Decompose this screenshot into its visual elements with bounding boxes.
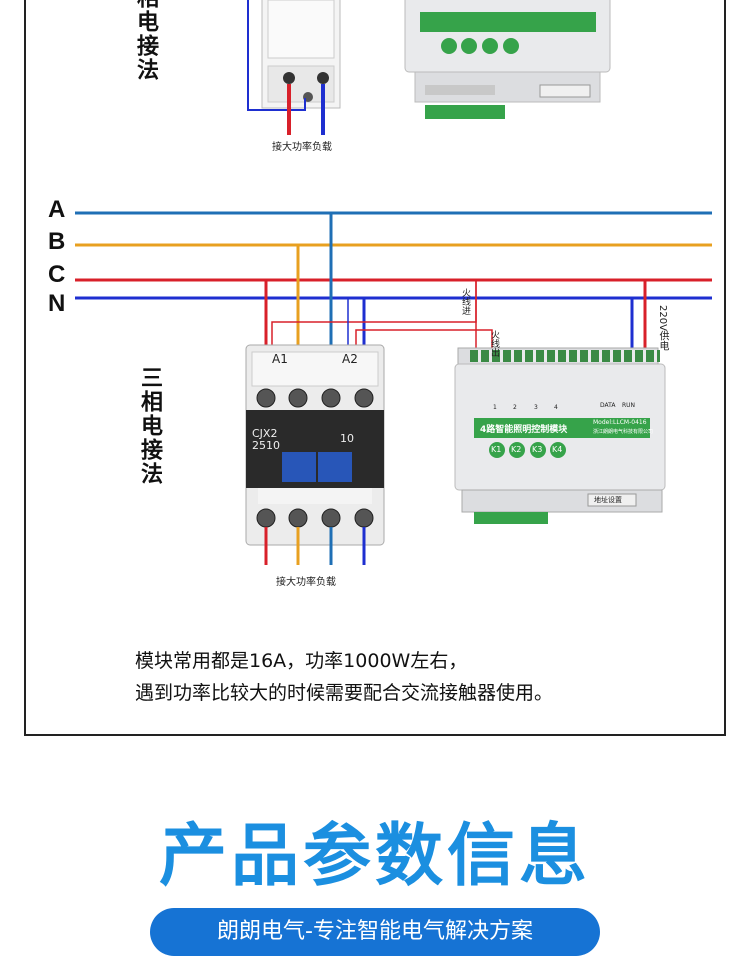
control-module	[454, 347, 666, 524]
bottom-load-label: 接大功率负载	[276, 577, 336, 588]
k3-button: K3	[532, 445, 543, 454]
fire-in-label: 火线进	[460, 288, 470, 315]
k1-button: K1	[491, 445, 502, 454]
led-run-label: RUN	[622, 402, 636, 409]
module-title: 4路智能照明控制模块	[480, 425, 568, 435]
contactor-rating: 10	[340, 432, 354, 445]
bottom-method-label: 三相电接法	[137, 366, 162, 486]
note-line-2: 遇到功率比较大的时候需要配合交流接触器使用。	[135, 682, 554, 704]
channel-1-label: 1	[493, 404, 497, 411]
top-load-label: 接大功率负载	[272, 142, 332, 153]
section-heading: 产品参数信息	[158, 817, 591, 896]
top-contactor	[261, 0, 341, 109]
phase-label-a: A	[48, 196, 66, 223]
wiring-diagram	[75, 0, 712, 565]
module-model: Model:LLCM-0416	[593, 419, 647, 426]
contactor	[245, 344, 385, 546]
phase-label-b: B	[48, 228, 66, 255]
k4-button: K4	[552, 445, 563, 454]
contactor-model: CJX2 2510	[252, 427, 280, 452]
channel-4-label: 4	[554, 404, 558, 411]
address-setting-label: 地址设置	[594, 496, 622, 504]
phase-label-n: N	[48, 290, 66, 317]
module-terminals	[470, 350, 660, 362]
tagline-pill: 朗朗电气-专注智能电气解决方案	[150, 908, 600, 956]
terminal-a2: A2	[342, 352, 358, 366]
channel-2-label: 2	[513, 404, 517, 411]
led-data-label: DATA	[600, 402, 616, 409]
k2-button: K2	[511, 445, 522, 454]
fire-out-label: 火线出	[489, 330, 499, 357]
module-company: 浙江朗朗电气科技有限公司	[593, 429, 654, 435]
top-module	[404, 0, 611, 119]
note-line-1: 模块常用都是16A，功率1000W左右，	[135, 650, 468, 672]
terminal-a1: A1	[272, 352, 288, 366]
channel-3-label: 3	[534, 404, 538, 411]
supply-label: 220V供电	[657, 305, 668, 351]
diagram-frame	[24, 0, 726, 736]
phase-label-c: C	[48, 261, 66, 288]
top-method-label: 相电接法	[133, 0, 158, 82]
